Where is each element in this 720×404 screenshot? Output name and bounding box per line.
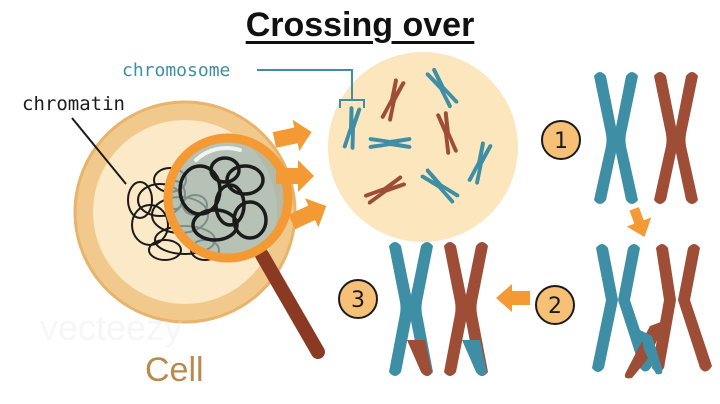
step-3-rust-chromosome xyxy=(444,242,488,376)
step-1-number: 1 xyxy=(554,129,568,154)
arrows-to-chromosomes xyxy=(272,119,327,230)
watermark: vecteezy xyxy=(40,307,182,348)
mini-chromosome xyxy=(368,137,412,149)
diagram-title: Crossing over xyxy=(245,6,475,44)
mini-chromosome xyxy=(380,78,406,122)
mini-chromosome xyxy=(467,141,493,185)
mini-chromosome xyxy=(420,168,460,204)
step-2-number: 2 xyxy=(548,294,562,319)
chromatin-label: chromatin xyxy=(22,93,125,115)
step-1-teal-chromosome xyxy=(594,72,638,204)
mini-chromosome xyxy=(363,175,407,205)
mini-chromosome xyxy=(342,106,362,150)
step-1-badge: 1 xyxy=(541,120,581,160)
step-3-teal-chromosome xyxy=(389,242,433,376)
mini-chromosome xyxy=(436,111,458,155)
mini-chromosome xyxy=(425,67,459,109)
chromosome-label: chromosome xyxy=(122,60,230,81)
step-2-crossing xyxy=(592,244,712,379)
step-3-badge: 3 xyxy=(338,279,378,319)
step-1-pair xyxy=(594,72,698,204)
chromatin-pointer xyxy=(71,117,127,185)
chromosome-pointer xyxy=(257,69,365,108)
arrow-step2-to-step3 xyxy=(496,284,530,312)
step-3-number: 3 xyxy=(351,288,365,313)
step-1-rust-chromosome xyxy=(654,72,698,204)
cell-label: Cell xyxy=(145,351,204,389)
chromosome-set xyxy=(342,67,493,205)
step-2-badge: 2 xyxy=(535,285,575,325)
magnifier xyxy=(163,133,325,359)
chromosome-circle xyxy=(328,52,518,242)
step-3-recombined-pair xyxy=(389,242,488,376)
arrow-step1-to-step2 xyxy=(626,207,652,238)
